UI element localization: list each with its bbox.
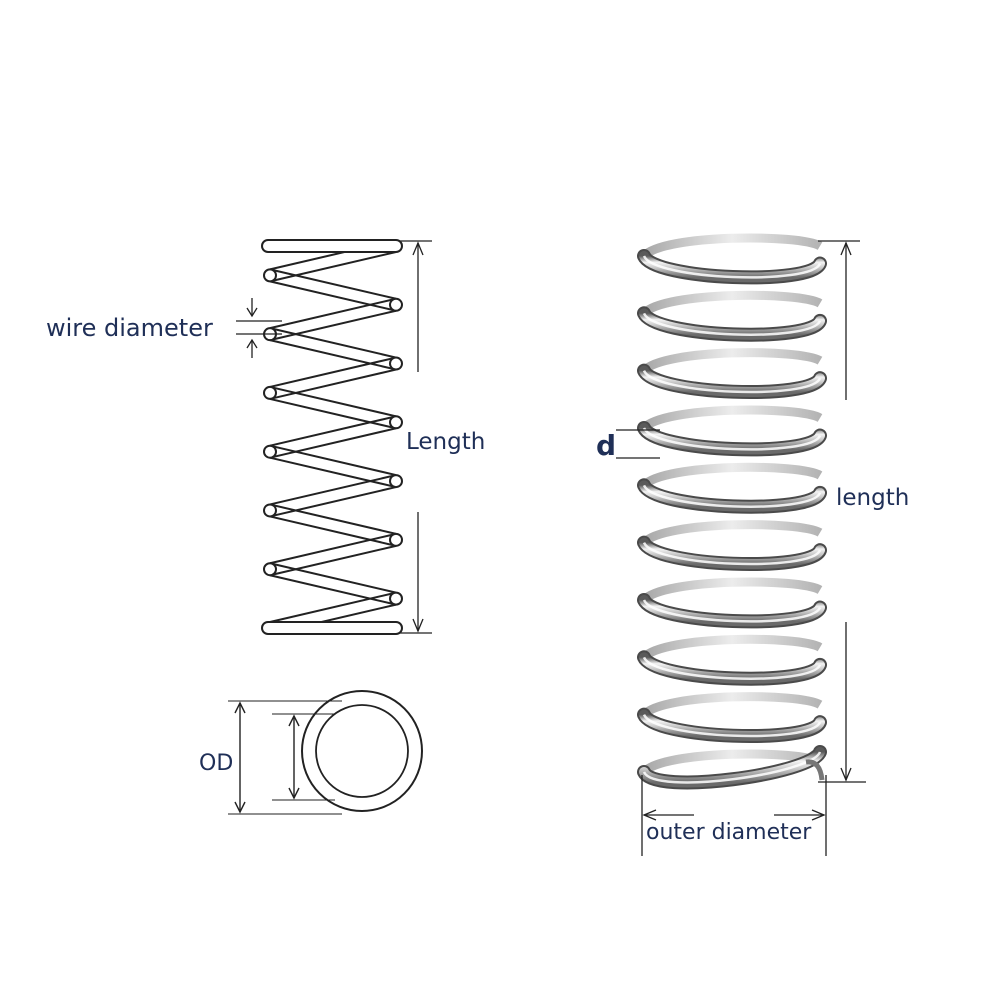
coil-back [640,348,823,375]
d-label: d [596,429,616,462]
coil-back [640,290,823,317]
coil-segment [269,562,397,606]
coil-back [640,520,823,547]
coil-segment [269,385,397,430]
coil-segment [269,444,397,489]
coil-back [640,634,823,661]
outer-diameter-label: outer diameter [646,820,812,845]
coil-turn [389,297,403,312]
spring-end-tail [805,759,825,781]
coil-segment [269,415,397,459]
coil-back [640,405,823,432]
coil-turn [263,444,277,459]
coil-segment [269,532,397,577]
coil-turn [263,268,277,283]
coil-highlight [642,484,822,508]
coil-back [640,233,823,260]
coil-back [640,692,823,719]
coil-turn [263,385,277,400]
od-label: OD [199,751,233,776]
coil-turn [263,503,277,518]
coil-turn [389,474,403,489]
coil-turn [389,591,403,606]
coil-highlight [642,713,822,738]
coil-segment [269,474,397,518]
length-label-right: length [836,485,909,511]
outer-diameter-dimension [641,775,827,856]
coil-segment [269,268,397,312]
coil-turn [389,356,403,371]
d-dimension [616,429,660,459]
length-dimension-left [400,240,432,634]
wire-diameter-dimension [236,298,282,358]
metal-spring-coils [637,233,827,790]
length-label-left: Length [406,429,485,455]
coil-back [640,577,823,604]
coil-turn [263,562,277,577]
coil-segment [269,327,397,371]
coil-highlight [642,312,822,336]
coil-highlight [642,599,822,623]
coil-segment [269,297,397,342]
coil-back [640,462,823,489]
coil-highlight [642,541,822,566]
coil-segment [269,503,397,547]
line-spring [261,239,403,635]
coil-highlight [642,427,822,451]
coil-highlight [642,369,822,394]
bottom-end-coil [261,621,403,635]
od-end-view [228,690,423,815]
line-spring-coils [263,239,403,635]
metal-spring [637,233,827,790]
wire-diameter-label: wire diameter [46,314,213,342]
coil-turn [389,532,403,547]
coil-segment [269,356,397,400]
top-end-coil [261,239,403,253]
coil-highlight [642,255,822,279]
coil-highlight [642,656,822,680]
coil-turn [389,415,403,430]
